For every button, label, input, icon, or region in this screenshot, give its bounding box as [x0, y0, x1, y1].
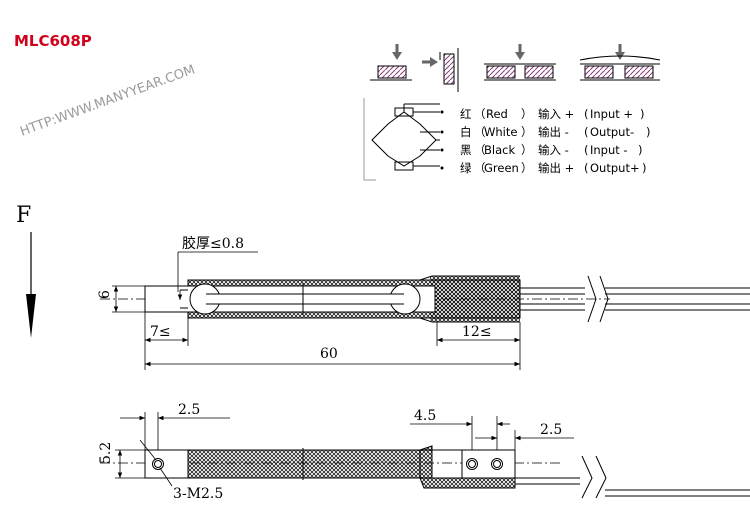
wire-row-white: 白 （ White ） 输出 - ( Output- )	[460, 125, 651, 139]
wiring-diagram: 红 （ Red ） 输入 + ( Input + ) 白 （ White ） 输…	[363, 98, 651, 181]
mount-side-load-icon	[422, 48, 459, 92]
mount-double-icon	[579, 44, 661, 81]
wire-row-green: 绿 （ Green ） 输出 + ( Output+ )	[460, 161, 647, 175]
wire-row-red: 红 （ Red ） 输入 + ( Input + )	[460, 107, 645, 121]
model-label: MLC608P	[14, 32, 92, 50]
wire-color-cn: 黑	[460, 143, 472, 157]
wire-color-en: Green	[484, 161, 519, 175]
dim-hole-offset-right: 2.5	[540, 422, 562, 438]
svg-text:(: (	[584, 161, 589, 175]
wire-func-cn: 输入 -	[538, 143, 569, 157]
force-indicator: F	[16, 203, 36, 338]
wire-color-cn: 白	[460, 125, 472, 139]
svg-text:）: ）	[521, 107, 533, 121]
wire-color-en: White	[484, 125, 517, 139]
wire-func-cn: 输入 +	[538, 107, 574, 121]
svg-text:(: (	[584, 125, 589, 139]
svg-text:（: （	[474, 143, 486, 157]
force-label: F	[16, 203, 31, 228]
wire-color-cn: 红	[460, 107, 472, 121]
dim-left-end: 7≤	[150, 324, 171, 340]
mount-vertical-load-icon	[370, 44, 412, 81]
dim-right-end: 12≤	[462, 324, 492, 340]
svg-text:): )	[646, 125, 651, 139]
top-view-dimensions	[115, 412, 574, 487]
wire-func-en: Output+	[590, 161, 640, 175]
dim-hole-spacing: 4.5	[414, 408, 436, 424]
side-view	[100, 275, 750, 323]
wire-color-en: Black	[484, 143, 515, 157]
svg-text:): )	[642, 161, 647, 175]
svg-text:(: (	[584, 107, 589, 121]
side-view-dimensions	[112, 251, 521, 370]
svg-text:（: （	[474, 125, 486, 139]
mount-dual-icon	[484, 44, 556, 81]
svg-text:（: （	[474, 107, 486, 121]
dim-total-length: 60	[320, 346, 338, 362]
bridge-schematic	[371, 103, 440, 171]
dim-holes: 3-M2.5	[173, 486, 223, 502]
dim-glue-thickness: 胶厚≤0.8	[182, 235, 244, 252]
dim-hole-offset-left: 2.5	[178, 402, 200, 418]
wire-row-black: 黑 （ Black ） 输入 - ( Input - )	[460, 143, 643, 157]
svg-text:): )	[638, 143, 643, 157]
svg-text:）: ）	[521, 143, 533, 157]
mounting-diagrams	[370, 44, 661, 92]
wire-func-cn: 输出 -	[538, 125, 569, 139]
dim-width: 5.2	[98, 442, 114, 464]
wire-color-cn: 绿	[460, 161, 472, 175]
watermark: HTTP:WWW.MANYYEAR.COM	[18, 62, 197, 139]
svg-text:(: (	[584, 143, 589, 157]
svg-text:）: ）	[521, 161, 533, 175]
wire-func-cn: 输出 +	[538, 161, 574, 175]
wire-func-en: Input -	[590, 143, 628, 157]
wire-func-en: Output-	[590, 125, 634, 139]
svg-text:): )	[640, 107, 645, 121]
dim-height: 6	[97, 290, 113, 299]
wire-color-en: Red	[486, 107, 508, 121]
svg-text:）: ）	[521, 125, 533, 139]
wire-func-en: Input +	[590, 107, 633, 121]
svg-text:（: （	[474, 161, 486, 175]
